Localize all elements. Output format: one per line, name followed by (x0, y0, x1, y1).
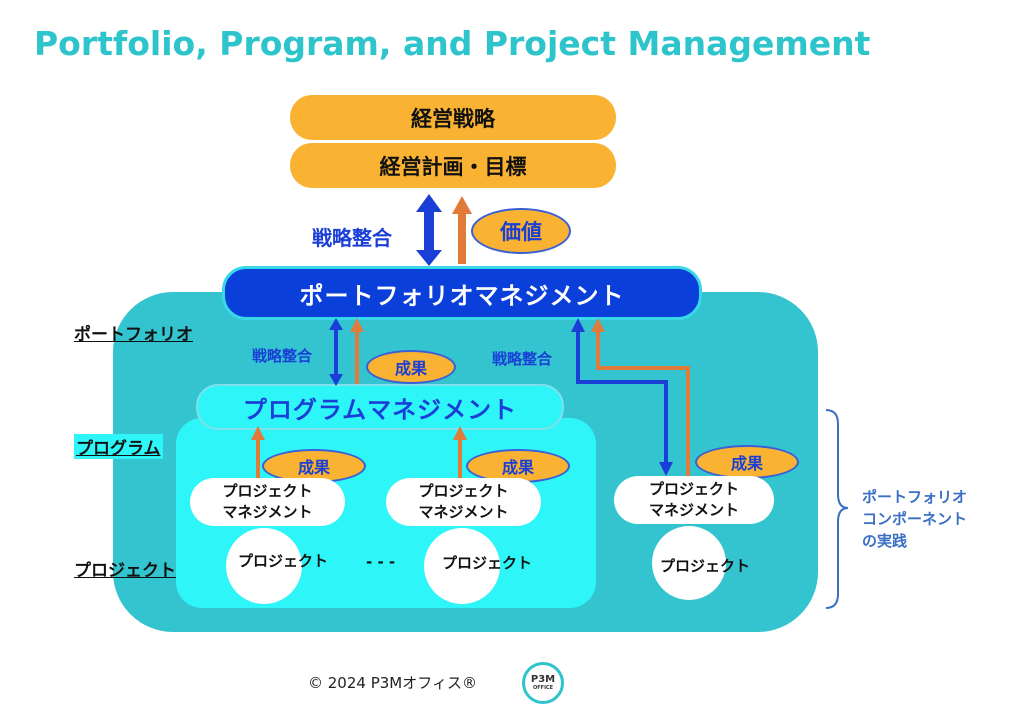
project-management-line1: プロジェクト (418, 482, 509, 500)
ellipsis-dashes: - - - (366, 553, 396, 571)
program-management-bar: プログラムマネジメント (196, 384, 564, 430)
project-management-box-1: プロジェクト マネジメント (190, 478, 345, 526)
project-management-line2: マネジメント (648, 501, 739, 519)
results-arrow-project-1 (251, 426, 265, 478)
project-circle-2 (424, 528, 500, 604)
strategic-alignment-label-top: 戦略整合 (312, 226, 392, 250)
project-management-box-2: プロジェクト マネジメント (386, 478, 541, 526)
side-label-program: プログラム (74, 434, 163, 459)
portfolio-component-practice-label: ポートフォリオ コンポーネント の実践 (862, 486, 967, 552)
strategic-alignment-label-project: 戦略整合 (492, 350, 553, 368)
component-line2: コンポーネント (862, 510, 968, 528)
value-arrow (452, 196, 472, 264)
value-badge: 価値 (471, 208, 571, 254)
strategic-alignment-arrow-project (571, 318, 673, 476)
p3m-office-logo: P3M OFFICE (522, 662, 564, 704)
results-badge-program: 成果 (366, 350, 456, 384)
component-line3: の実践 (862, 532, 908, 550)
results-arrow-program (350, 318, 364, 384)
project-circle-1 (226, 528, 302, 604)
logo-main-text: P3M (530, 674, 556, 685)
management-plan-box: 経営計画・目標 (290, 143, 616, 188)
results-badge-project-3: 成果 (695, 445, 799, 479)
logo-sub-text: OFFICE (532, 685, 554, 691)
results-arrow-project-2 (453, 426, 467, 478)
project-management-line1: プロジェクト (222, 482, 313, 500)
component-bracket (825, 409, 849, 609)
results-badge-project-2: 成果 (466, 449, 570, 483)
strategic-alignment-label-program: 戦略整合 (252, 347, 313, 365)
project-label-3: プロジェクト (660, 557, 751, 575)
page-title: Portfolio, Program, and Project Manageme… (34, 24, 871, 63)
double-arrow-top (416, 194, 442, 266)
project-label-2: プロジェクト (442, 554, 533, 572)
side-label-portfolio: ポートフォリオ (74, 325, 193, 345)
component-line1: ポートフォリオ (862, 488, 968, 506)
copyright-footer: © 2024 P3Mオフィス® (308, 674, 477, 692)
results-arrow-project-3 (591, 318, 690, 476)
portfolio-management-bar: ポートフォリオマネジメント (222, 266, 702, 320)
project-management-line2: マネジメント (418, 503, 509, 521)
project-label-1: プロジェクト (238, 552, 329, 570)
project-management-line2: マネジメント (222, 503, 313, 521)
project-management-line1: プロジェクト (648, 480, 739, 498)
side-label-project: プロジェクト (74, 561, 176, 581)
double-arrow-program (329, 318, 343, 386)
project-management-box-3: プロジェクト マネジメント (614, 476, 774, 524)
project-circle-3 (652, 526, 726, 600)
management-strategy-box: 経営戦略 (290, 95, 616, 140)
